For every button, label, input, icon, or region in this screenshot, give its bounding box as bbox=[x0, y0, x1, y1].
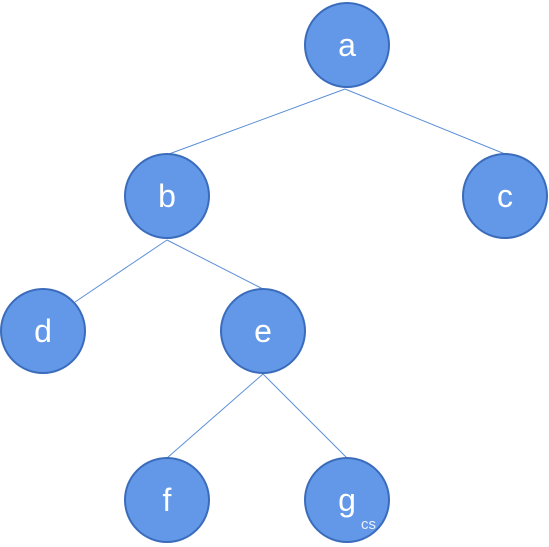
edge-e-g bbox=[262, 373, 348, 459]
node-f: f bbox=[124, 457, 210, 543]
node-circle-b bbox=[124, 153, 210, 239]
node-c: c bbox=[462, 153, 548, 239]
node-label-e: e bbox=[254, 313, 272, 349]
watermark-text: cs bbox=[361, 516, 376, 533]
node-b: b bbox=[124, 153, 210, 239]
node-label-b: b bbox=[158, 178, 176, 214]
node-circle-a bbox=[304, 2, 390, 88]
node-circle-g bbox=[304, 457, 390, 543]
edge-a-b bbox=[168, 88, 346, 155]
node-a: a bbox=[304, 2, 390, 88]
node-d: d bbox=[0, 288, 86, 374]
edge-b-e bbox=[166, 239, 264, 290]
node-circle-d bbox=[0, 288, 86, 374]
node-label-c: c bbox=[497, 178, 513, 214]
node-circle-f bbox=[124, 457, 210, 543]
edge-b-d bbox=[74, 239, 168, 303]
node-e: e bbox=[220, 288, 306, 374]
edge-a-c bbox=[344, 88, 506, 155]
node-label-d: d bbox=[34, 313, 52, 349]
node-circle-c bbox=[462, 153, 548, 239]
node-label-g: g bbox=[338, 482, 356, 518]
node-circle-e bbox=[220, 288, 306, 374]
node-label-f: f bbox=[163, 482, 172, 518]
edge-e-f bbox=[166, 373, 264, 459]
node-label-a: a bbox=[338, 27, 356, 63]
node-g: g bbox=[304, 457, 390, 543]
edges-layer bbox=[74, 88, 506, 459]
